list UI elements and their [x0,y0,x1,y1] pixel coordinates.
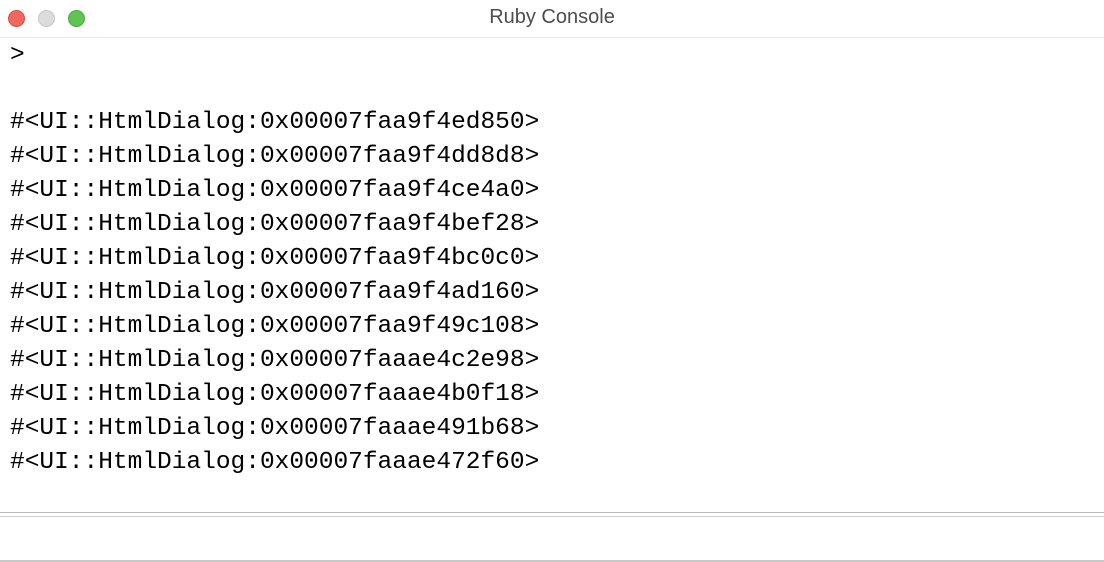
console-output-line: #<UI::HtmlDialog:0x00007faa9f4dd8d8> [10,143,540,170]
console-output-line: #<UI::HtmlDialog:0x00007faa9f4bc0c0> [10,245,540,272]
console-prompt: > [10,42,25,69]
splitter-line-inner [0,516,1104,517]
window-bottom-edge [0,560,1104,562]
close-window-button[interactable] [8,10,25,27]
console-output-line: #<UI::HtmlDialog:0x00007faa9f4ad160> [10,279,540,306]
console-output[interactable]: > #<UI::HtmlDialog:0x00007faa9f4ed850> #… [10,39,1094,511]
console-output-line: #<UI::HtmlDialog:0x00007faa9f4ed850> [10,109,540,136]
console-output-line: #<UI::HtmlDialog:0x00007faa9f4ce4a0> [10,177,540,204]
console-input-field[interactable] [0,518,1104,558]
window-title: Ruby Console [489,6,615,28]
console-output-line: #<UI::HtmlDialog:0x00007faaae491b68> [10,415,540,442]
minimize-window-button[interactable] [38,10,55,27]
console-output-line: #<UI::HtmlDialog:0x00007faaae472f60> [10,449,540,476]
title-bar[interactable]: Ruby Console [0,0,1104,38]
console-output-line: #<UI::HtmlDialog:0x00007faaae4c2e98> [10,347,540,374]
console-output-line: #<UI::HtmlDialog:0x00007faaae4b0f18> [10,381,540,408]
console-output-line: #<UI::HtmlDialog:0x00007faa9f4bef28> [10,211,540,238]
splitter-line [0,512,1104,513]
zoom-window-button[interactable] [68,10,85,27]
console-output-line: #<UI::HtmlDialog:0x00007faa9f49c108> [10,313,540,340]
